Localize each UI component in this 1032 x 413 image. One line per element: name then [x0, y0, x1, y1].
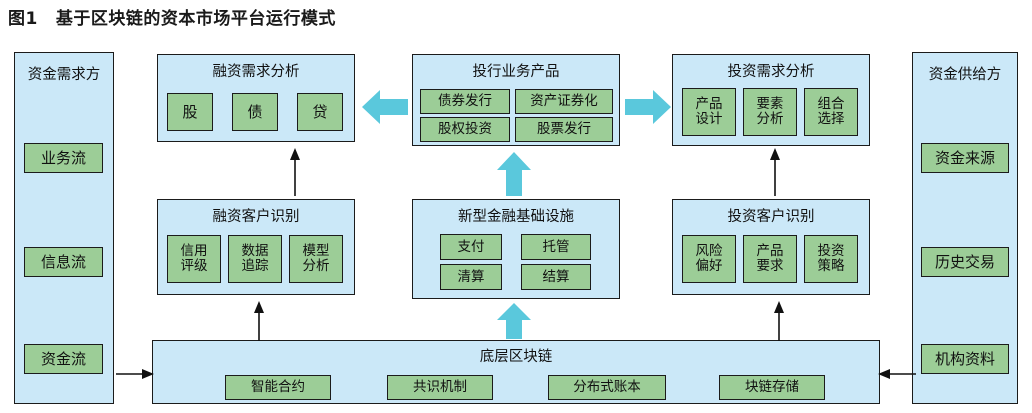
chip-custody[interactable]: 托管 — [521, 234, 591, 260]
chip-capital-flow[interactable]: 资金流 — [24, 344, 103, 374]
chip-product-design[interactable]: 产品 设计 — [682, 88, 736, 136]
panel-investment-client-identification-title: 投资客户识别 — [727, 209, 815, 225]
panel-financing-client-identification-title: 融资客户识别 — [212, 209, 300, 225]
chip-portfolio-selection[interactable]: 组合 选择 — [804, 88, 858, 136]
panel-ib-products-title: 投行业务产品 — [472, 64, 560, 80]
chip-settlement[interactable]: 结算 — [521, 264, 591, 290]
chip-risk-preference[interactable]: 风险 偏好 — [682, 235, 736, 283]
chip-institution-profile[interactable]: 机构资料 — [921, 344, 1009, 374]
panel-funding-demander-title: 资金需求方 — [27, 67, 101, 83]
arrow-black-right-demander-to-chain — [116, 366, 154, 382]
chip-loan[interactable]: 贷 — [297, 93, 343, 131]
chip-blockchain-storage[interactable]: 块链存储 — [719, 375, 825, 400]
chip-historical-trades[interactable]: 历史交易 — [921, 247, 1009, 277]
arrow-cyan-right — [625, 87, 671, 127]
chip-equity-investment[interactable]: 股权投资 — [420, 117, 510, 142]
chip-model-analysis[interactable]: 模型 分析 — [289, 235, 343, 283]
arrow-black-up-chain-to-fc — [250, 301, 268, 341]
chip-payment[interactable]: 支付 — [440, 234, 502, 260]
chip-stock-issuance[interactable]: 股票发行 — [515, 117, 613, 142]
figure-title-text: 基于区块链的资本市场平台运行模式 — [55, 9, 336, 29]
chip-smart-contract[interactable]: 智能合约 — [225, 375, 331, 400]
chip-credit-rating[interactable]: 信用 评级 — [167, 235, 221, 283]
figure-number: 图1 — [8, 9, 38, 29]
figure-caption: 图1 基于区块链的资本市场平台运行模式 — [8, 4, 336, 29]
panel-funding-supplier-title: 资金供给方 — [928, 67, 1002, 83]
chip-clearing[interactable]: 清算 — [440, 264, 502, 290]
panel-financial-infrastructure-title: 新型金融基础设施 — [458, 209, 574, 225]
chip-business-flow[interactable]: 业务流 — [24, 143, 103, 173]
chip-factor-analysis[interactable]: 要素 分析 — [743, 88, 797, 136]
chip-bond[interactable]: 债 — [232, 93, 278, 131]
arrow-cyan-up-infra-to-products — [494, 152, 534, 196]
chip-securitization[interactable]: 资产证券化 — [515, 89, 613, 114]
chip-investment-strategy[interactable]: 投资 策略 — [804, 235, 858, 283]
arrow-cyan-left — [362, 87, 408, 127]
chip-fund-source[interactable]: 资金来源 — [921, 143, 1009, 173]
panel-financing-demand-analysis-title: 融资需求分析 — [212, 64, 300, 80]
arrow-black-up-fc-to-fd — [286, 148, 304, 196]
arrow-black-up-chain-to-ic — [770, 301, 788, 341]
arrow-cyan-up-chain-to-infra — [494, 303, 534, 339]
chip-product-requirement[interactable]: 产品 要求 — [743, 235, 797, 283]
arrow-black-up-ic-to-id — [766, 148, 784, 196]
chip-equity[interactable]: 股 — [167, 93, 213, 131]
panel-underlying-blockchain-title: 底层区块链 — [479, 349, 553, 365]
chip-bond-issuance[interactable]: 债券发行 — [420, 89, 510, 114]
arrow-black-left-supplier-to-chain — [878, 366, 916, 382]
chip-distributed-ledger[interactable]: 分布式账本 — [548, 375, 666, 400]
panel-investment-demand-analysis-title: 投资需求分析 — [727, 64, 815, 80]
chip-information-flow[interactable]: 信息流 — [24, 247, 103, 277]
chip-data-tracking[interactable]: 数据 追踪 — [228, 235, 282, 283]
chip-consensus-mechanism[interactable]: 共识机制 — [387, 375, 493, 400]
